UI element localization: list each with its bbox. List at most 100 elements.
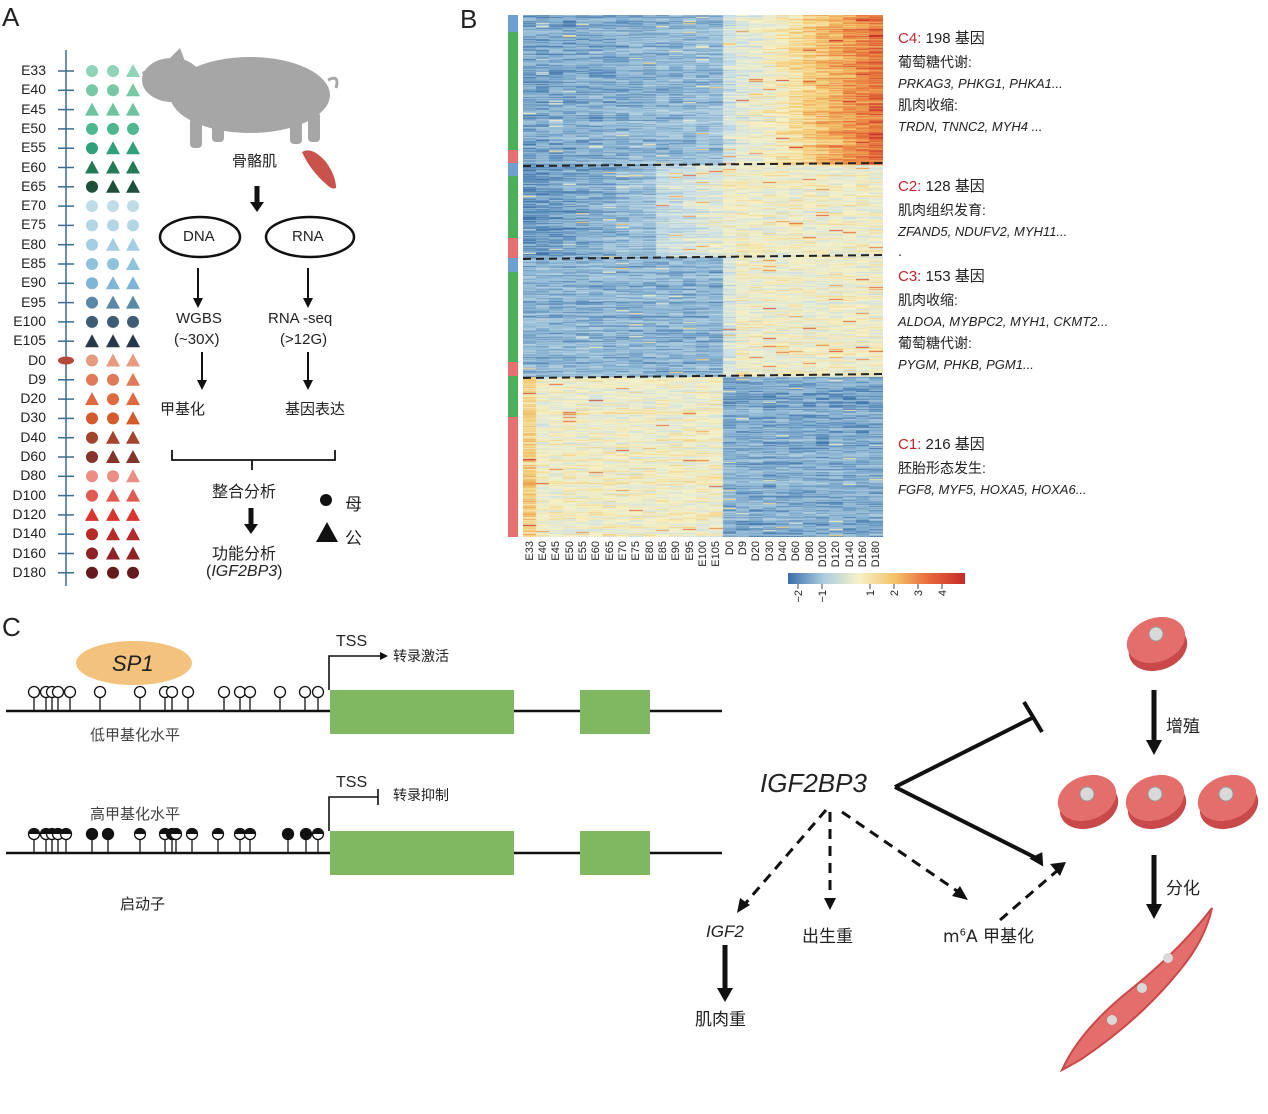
- cluster-header: C4: 198 基因: [898, 27, 1063, 48]
- rna-ellipse: [264, 215, 356, 259]
- expression-heatmap: [523, 15, 883, 537]
- male-sample-marker: [126, 237, 140, 251]
- muscle-icon: [302, 150, 336, 189]
- cpg-site: [133, 685, 147, 699]
- male-sample-marker: [126, 141, 140, 155]
- timepoint-label: E55: [21, 139, 46, 156]
- male-sample-marker: [126, 179, 140, 193]
- male-sample-marker: [126, 507, 140, 521]
- cluster-id: C4:: [898, 30, 922, 47]
- female-sample-marker: [86, 566, 98, 579]
- female-sample-marker: [86, 296, 98, 309]
- expression-label: 基因表达: [285, 400, 346, 418]
- m6a-methylation-label: m6A 甲基化: [943, 922, 1034, 947]
- m6a-rest: A 甲基化: [965, 927, 1034, 947]
- cpg-site-half-methylated: [234, 828, 246, 834]
- timepoint-label: D40: [20, 428, 46, 445]
- cluster-gene-unit: 基因: [954, 267, 985, 285]
- male-sample-marker: [106, 546, 120, 560]
- female-sample-marker: [107, 122, 119, 135]
- arrow-tissue-head: [250, 202, 264, 212]
- male-sample-marker: [126, 411, 140, 425]
- cluster-side-bar-segment: [508, 150, 518, 163]
- male-sample-marker: [126, 334, 140, 348]
- cluster-category: 肌肉收缩:: [898, 292, 958, 308]
- male-sample-marker: [126, 295, 140, 309]
- cluster-gene-count: 216: [921, 436, 955, 453]
- timepoint-label: D9: [28, 370, 46, 387]
- male-sample-marker: [126, 392, 140, 406]
- tss-block-bottom: [328, 789, 379, 831]
- dashed-m6a-to-cells: [999, 868, 1059, 922]
- male-legend-icon: [316, 522, 338, 542]
- female-sample-marker: [86, 412, 98, 425]
- birth-weight-label: 出生重: [802, 927, 853, 947]
- dashed-to-igf2: [742, 809, 828, 906]
- cpg-site: [243, 685, 257, 699]
- legend-female-label: 母: [345, 495, 362, 515]
- female-sample-marker: [86, 315, 98, 328]
- male-sample-marker: [126, 160, 140, 174]
- sp1-oval: [76, 641, 192, 685]
- tss-top-label: TSS: [336, 633, 368, 650]
- cluster-gene-list: ZFAND5, NDUFV2, MYH11...: [898, 224, 1068, 239]
- female-legend-icon: [320, 494, 332, 506]
- cpg-site: [27, 685, 41, 699]
- cluster-category: 胚胎形态发生:: [898, 460, 986, 476]
- male-sample-marker: [106, 179, 120, 193]
- female-sample-marker: [86, 547, 98, 560]
- male-sample-marker: [106, 276, 120, 290]
- activation-label: 转录激活: [393, 649, 449, 665]
- female-sample-marker: [107, 412, 119, 425]
- timepoint-label: D160: [12, 544, 46, 561]
- colorbar: [788, 573, 965, 584]
- timepoint-label: E95: [21, 293, 46, 310]
- inhibit-proliferation-line: [894, 716, 1033, 789]
- female-sample-marker: [107, 219, 119, 232]
- pig-icon: [142, 48, 339, 148]
- female-sample-marker: [107, 373, 119, 386]
- timepoint-label: D20: [20, 390, 46, 407]
- cpg-site-half-methylated: [186, 828, 198, 834]
- female-sample-marker: [107, 470, 119, 483]
- integration-label: 整合分析: [212, 482, 277, 501]
- timepoint-label: D180: [12, 563, 46, 580]
- panel-label-a: A: [2, 2, 20, 32]
- cluster-id: C1:: [898, 436, 922, 453]
- timepoint-label: E40: [21, 81, 46, 98]
- cpg-site: [273, 685, 287, 699]
- wgbs-label: WGBS: [176, 310, 222, 327]
- cluster-gene-unit: 基因: [954, 435, 985, 453]
- dna-ellipse: [158, 215, 242, 259]
- cluster-id: C3:: [898, 268, 922, 285]
- male-sample-marker: [85, 334, 99, 348]
- cpg-site: [51, 685, 65, 699]
- male-sample-marker: [106, 507, 120, 521]
- cluster-category: 肌肉组织发育:: [898, 202, 986, 218]
- cpg-site: [165, 685, 179, 699]
- male-sample-marker: [126, 469, 140, 483]
- female-sample-marker: [127, 200, 139, 213]
- female-sample-marker: [127, 219, 139, 232]
- cluster-annotation: C2: 128 基因肌肉组织发育:ZFAND5, NDUFV2, MYH11..…: [898, 175, 1067, 259]
- timepoint-label: E33: [21, 62, 46, 78]
- female-sample-marker: [127, 122, 139, 135]
- cluster-side-bar-segment: [508, 272, 518, 362]
- cluster-side-bar-segment: [508, 238, 518, 258]
- cluster-side-bar-segment: [508, 417, 518, 537]
- female-sample-marker: [107, 84, 119, 97]
- male-sample-marker: [106, 450, 120, 463]
- timepoint-label: D100: [12, 486, 46, 503]
- functional-gene-name: IGF2BP3: [211, 563, 278, 580]
- cluster-side-bar-segment: [508, 15, 518, 32]
- male-sample-marker: [106, 160, 120, 174]
- cpg-site: [181, 685, 195, 699]
- timepoint-label: D60: [20, 448, 46, 464]
- cluster-gene-list: PRKAG3, PHKG1, PHKA1...: [898, 76, 1063, 91]
- divider-c2-c3: [522, 254, 886, 260]
- male-sample-marker: [126, 372, 140, 386]
- female-sample-marker: [107, 258, 119, 270]
- integration-bracket: [171, 450, 336, 470]
- cluster-gene-count: 153: [921, 268, 955, 285]
- timepoint-label: E50: [21, 119, 46, 136]
